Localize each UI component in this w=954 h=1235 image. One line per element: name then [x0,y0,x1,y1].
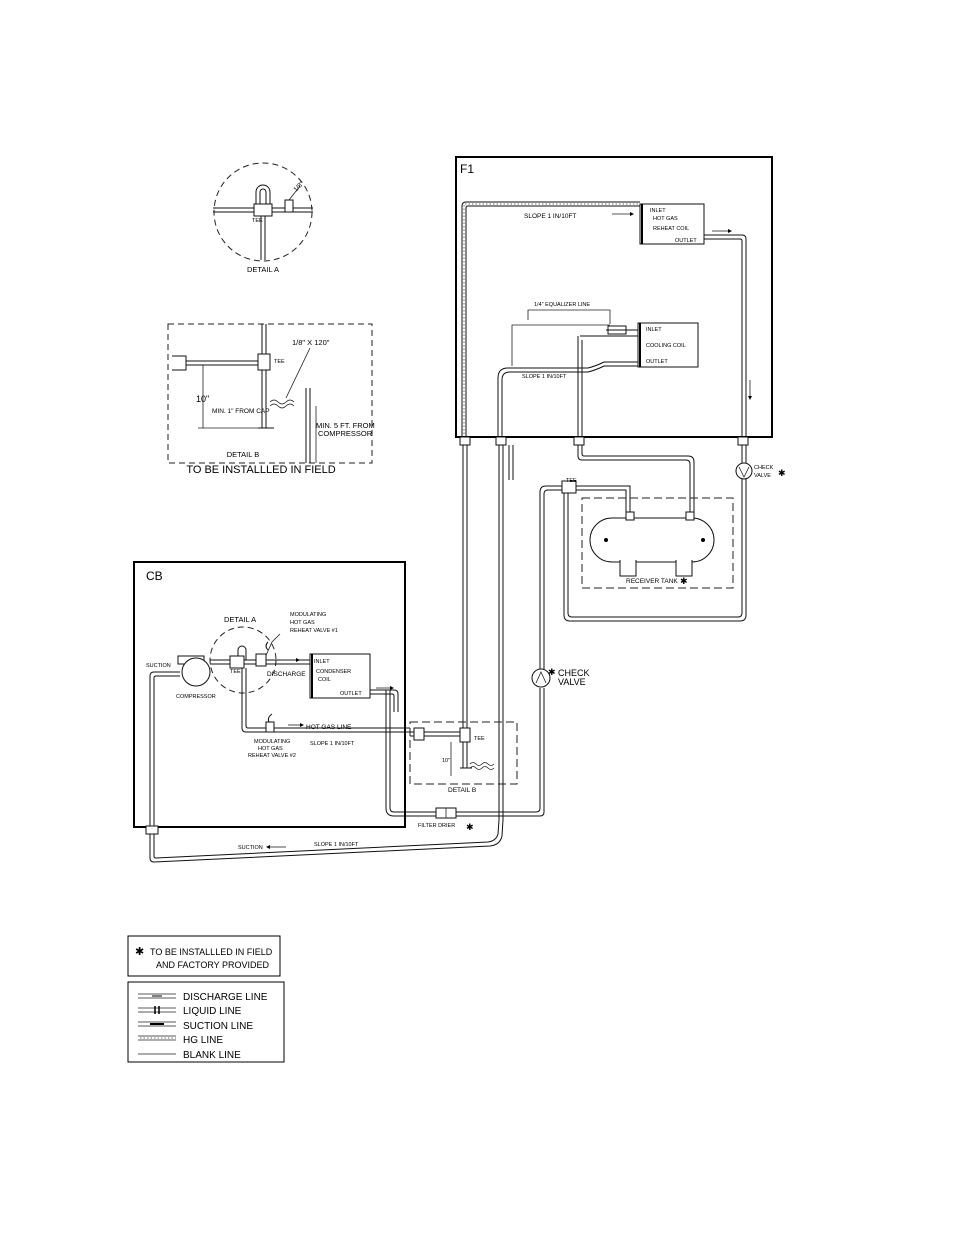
detail-b-min-cap: MIN. 1" FROM CAP [212,408,270,415]
check-valve-mid-line1: CHECK [558,668,590,678]
hot-gas-reheat-coil: INLET HOT GAS REHEAT COIL OUTLET [639,203,705,245]
detail-b-min-comp-1: MIN. 5 FT. FROM [316,421,375,430]
receiver-tank: TEE RECEIVER TANK ✱ [566,478,734,589]
condenser-inlet: INLET [314,659,330,665]
detail-a: 1/8" TEE DETAIL A [213,162,313,274]
cb-detail-a: DETAIL A [224,615,256,624]
line-legend: DISCHARGE LINE LIQUID LINE SUCTION LINE … [127,981,285,1063]
check-valve-mid: ✱ CHECK VALVE [531,667,590,688]
equalizer-label: 1/4" EQUALIZER LINE [534,302,590,308]
valve2-line1: MODULATING [254,739,290,745]
filter-drier-label: FILTER DRIER [418,823,455,829]
detail-b-field-caption: DETAIL B [448,787,476,794]
field-install-star-icon: ✱ [680,576,688,586]
condenser-line2: COIL [318,677,331,683]
bottom-suction-line: SUCTION SLOPE 1 IN/10FT [149,819,504,863]
legend-note: ✱ TO BE INSTALLLED IN FIELD AND FACTORY … [127,935,281,977]
reheat-coil-outlet: OUTLET [675,238,697,244]
cooling-coil-line1: COOLING COIL [646,343,686,349]
cooling-coil: INLET COOLING COIL OUTLET [637,322,699,368]
field-install-star-icon: ✱ [135,946,144,958]
valve2-line2: HOT GAS [258,746,283,752]
receiver-tank-label: RECEIVER TANK [626,578,678,585]
bottom-slope-label: SLOPE 1 IN/10FT [314,842,359,848]
receiver-tee-label: TEE [566,478,577,484]
filter-drier: FILTER DRIER ✱ [418,807,474,832]
condenser-line1: CONDENSER [316,669,351,675]
valve2-line3: REHEAT VALVE #2 [248,753,296,759]
compressor: COMPRESSOR [176,655,216,700]
f1-unit: F1 SLOPE 1 IN/10FT INLET HOT GAS REHEAT … [455,156,773,446]
legend-note-line2: AND FACTORY PROVIDED [156,960,270,970]
detail-b-tee-label: TEE [274,359,285,365]
detail-b-caption: DETAIL B [227,450,260,459]
valve1-line1: MODULATING [290,612,326,618]
bottom-suction-label: SUCTION [238,845,263,851]
detail-b-height: 10" [196,394,209,404]
detail-b-field: TEE 10" DETAIL B [409,721,518,794]
detail-b-install-note: TO BE INSTALLLED IN FIELD [186,464,335,476]
detail-a-caption: DETAIL A [247,265,279,274]
check-valve-top: CHECK VALVE ✱ [735,462,786,480]
legend-suction: SUCTION LINE [183,1021,253,1032]
f1-slope-mid: SLOPE 1 IN/10FT [522,374,567,380]
cooling-coil-inlet: INLET [646,327,662,333]
detail-b-field-height: 10" [442,758,450,764]
field-install-star-icon: ✱ [466,822,474,832]
check-valve-mid-line2: VALVE [558,677,586,687]
detail-a-angle-label: 1/8" [292,180,305,193]
detail-b: TEE 1/8" X 120" 10" MIN. 1" FROM CAP MIN… [167,323,375,476]
check-valve-top-line1: CHECK [754,465,774,471]
detail-b-min-comp-2: COMPRESSOR [318,429,373,438]
reheat-coil-line2: REHEAT COIL [653,226,689,232]
reheat-coil-line1: HOT GAS [653,216,678,222]
f1-label: F1 [460,162,474,176]
cb-label: CB [146,569,163,583]
cb-slope-label: SLOPE 1 IN/10FT [310,741,355,747]
condenser-coil: INLET CONDENSER COIL OUTLET [309,653,371,699]
field-piping [385,445,747,820]
cb-tee-label: TEE [230,669,241,675]
hot-gas-line-label: HOT GAS LINE [306,724,352,731]
valve1-line2: HOT GAS [290,620,315,626]
field-install-star-icon: ✱ [778,468,786,478]
field-install-star-icon: ✱ [548,667,556,677]
detail-b-cap-note: 1/8" X 120" [292,338,330,347]
reheat-coil-inlet: INLET [650,208,666,214]
cb-unit: CB DETAIL A MODULATING HOT GAS REHEAT VA… [133,561,410,835]
valve1-line3: REHEAT VALVE #1 [290,628,338,634]
legend-liquid: LIQUID LINE [183,1006,242,1017]
legend-blank: BLANK LINE [183,1050,241,1061]
legend-note-line1: TO BE INSTALLLED IN FIELD [150,947,273,957]
cooling-coil-outlet: OUTLET [646,359,668,365]
condenser-outlet: OUTLET [340,691,362,697]
f1-slope-top: SLOPE 1 IN/10FT [524,213,576,220]
cb-discharge-label: DISCHARGE [267,671,306,678]
detail-b-field-tee: TEE [474,736,485,742]
detail-a-tee-label: TEE [252,218,263,224]
legend-hg: HG LINE [183,1035,223,1046]
compressor-label: COMPRESSOR [176,694,216,700]
legend-discharge: DISCHARGE LINE [183,992,268,1003]
check-valve-top-line2: VALVE [754,473,771,479]
cb-suction-label: SUCTION [146,663,171,669]
